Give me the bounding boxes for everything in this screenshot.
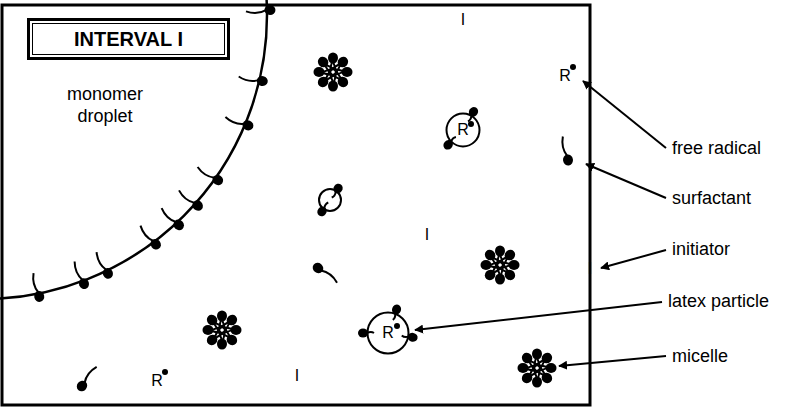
- droplet-label-area: monomer droplet: [45, 78, 165, 132]
- legend-label: micelle: [672, 346, 728, 366]
- initiator-symbol: I: [588, 259, 592, 279]
- leader-arrows: [415, 81, 666, 366]
- latex-particle: R: [445, 112, 481, 148]
- small-particle: [315, 182, 344, 218]
- latex-particle: R: [366, 311, 410, 355]
- particle-surfactants: [358, 105, 480, 342]
- initiator-symbol: I: [461, 10, 465, 30]
- initiator-symbol: I: [295, 366, 299, 386]
- legend-label: latex particle: [668, 291, 769, 311]
- micelles: [203, 53, 557, 388]
- node-text: INTERVAL I: [74, 27, 183, 51]
- node-text: monomer droplet: [45, 83, 165, 127]
- initiator-symbol: I: [425, 225, 429, 245]
- legend-label: free radical: [672, 138, 761, 158]
- droplet-outline: [0, 0, 267, 299]
- particle-circle: [368, 313, 409, 354]
- free-surfactants: [75, 135, 574, 393]
- legend-label: initiator: [672, 239, 730, 259]
- radical-dots: [162, 64, 576, 375]
- heading-box: INTERVAL I: [27, 18, 230, 60]
- radical-symbol: R: [151, 371, 163, 391]
- frame: [2, 5, 590, 405]
- radical-symbol: R: [559, 66, 571, 86]
- particle-circle: [447, 114, 480, 147]
- node-text: R: [382, 323, 394, 343]
- legend-label: surfactant: [672, 188, 751, 208]
- node-text: R: [457, 120, 469, 140]
